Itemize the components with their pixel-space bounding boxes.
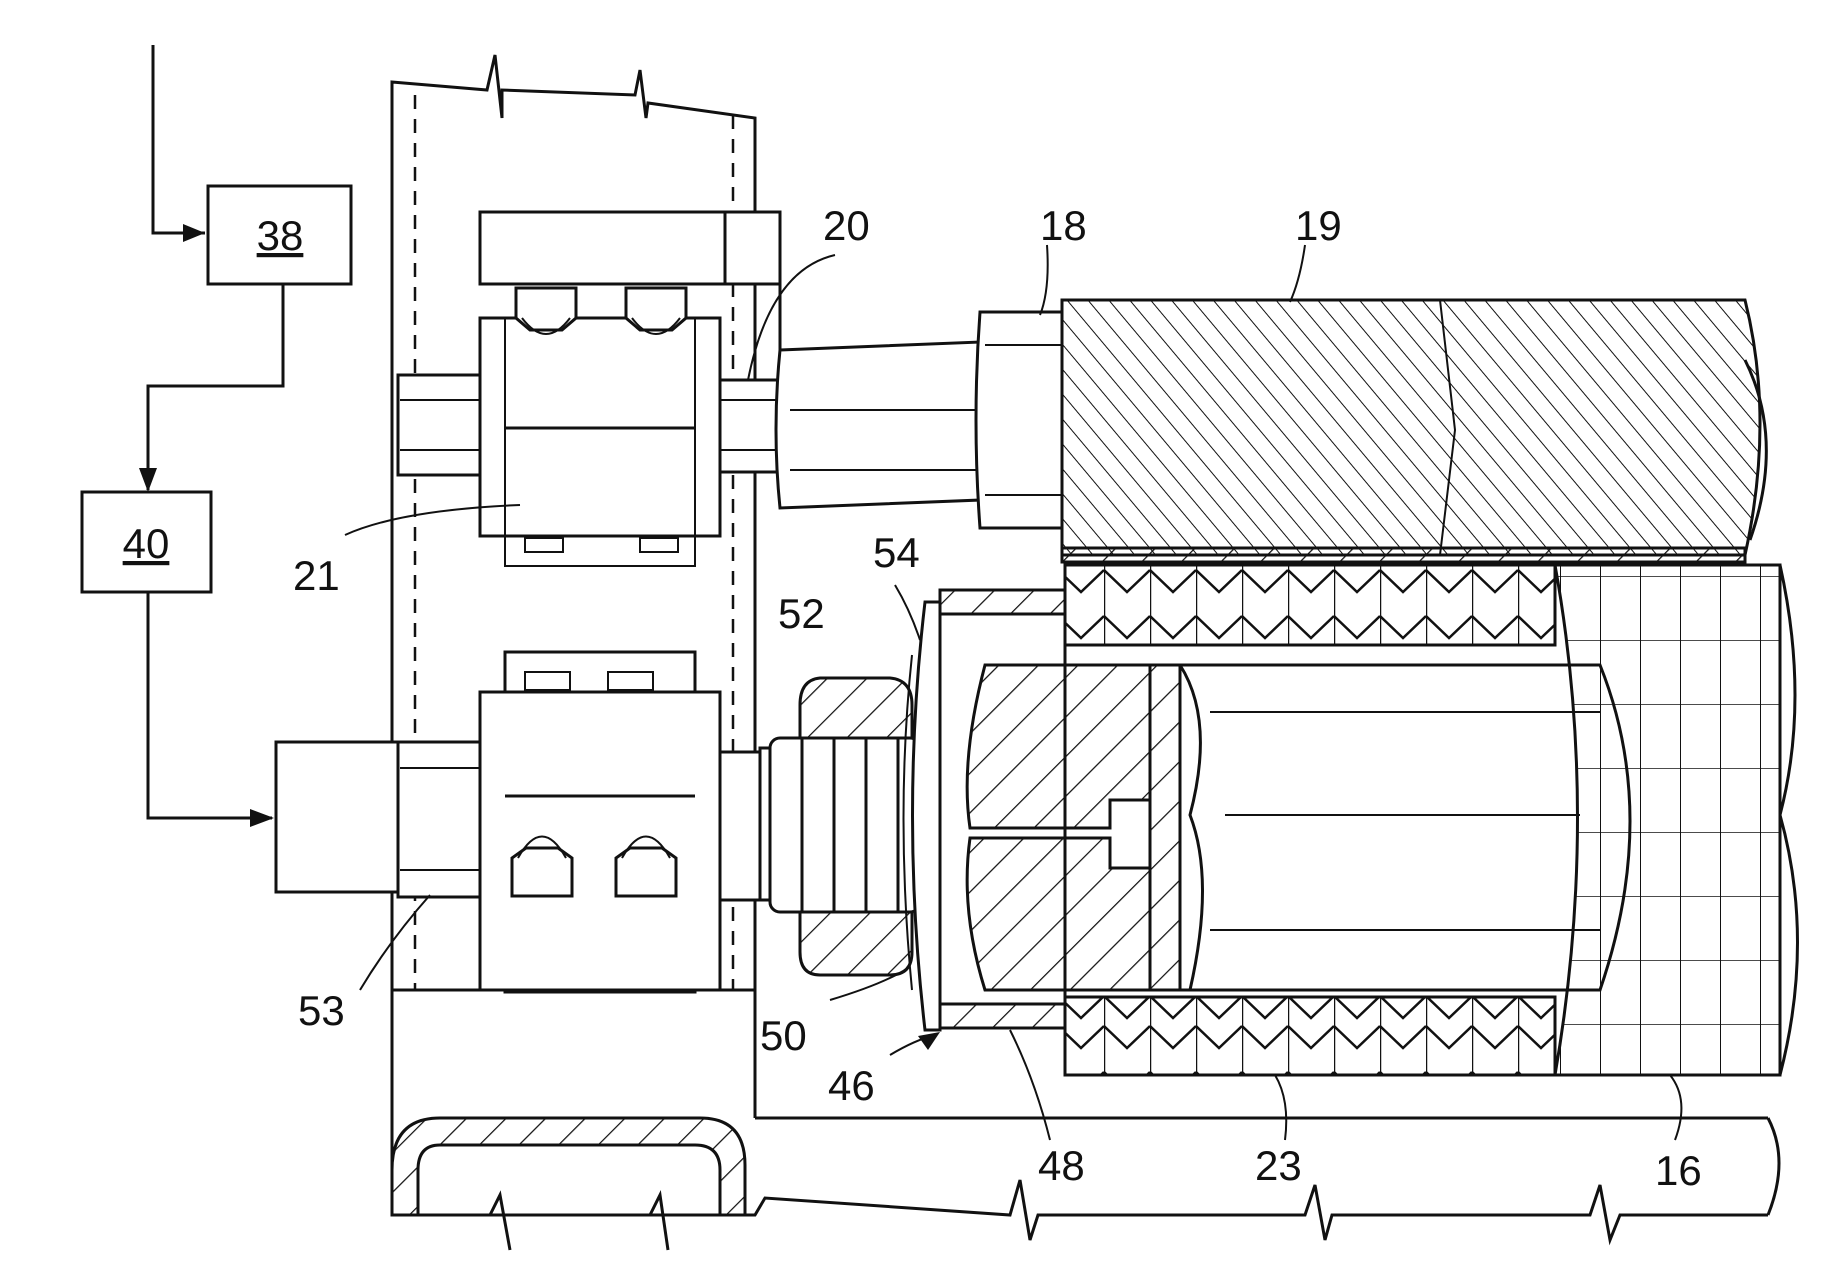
arrow-head-icon — [918, 1032, 940, 1050]
leader-18 — [1040, 245, 1048, 315]
signal-line-40-motor — [148, 592, 272, 818]
upper-bracket-bar — [480, 212, 725, 284]
arrow-head-icon — [250, 809, 274, 827]
block-38-label: 38 — [257, 212, 304, 259]
flange-top-hatch — [940, 590, 1065, 614]
roll-cover-23 — [1065, 997, 1555, 1075]
nut-icon — [616, 848, 676, 896]
ref-50: 50 — [760, 1012, 807, 1059]
washer-54 — [913, 602, 941, 1030]
nut-icon — [512, 848, 572, 896]
nut-icon — [516, 288, 576, 330]
signal-line-38-40 — [148, 284, 283, 490]
upper-bracket-end — [725, 212, 780, 284]
roll-sleeve — [1062, 548, 1745, 562]
ref-48: 48 — [1038, 1142, 1085, 1189]
upper-bearing-assembly — [398, 212, 780, 566]
nut-icon — [626, 288, 686, 330]
roll-16 — [1555, 565, 1780, 1075]
ref-54: 54 — [873, 529, 920, 576]
ref-21: 21 — [293, 552, 340, 599]
flange-bottom-hatch — [940, 1004, 1065, 1028]
leader-19 — [1290, 245, 1305, 302]
roll-journal — [776, 342, 980, 508]
block-40-label: 40 — [123, 520, 170, 567]
base-bottom-break — [392, 1180, 1768, 1240]
ref-52: 52 — [778, 590, 825, 637]
leader-48 — [1010, 1030, 1050, 1140]
leader-53 — [360, 895, 430, 990]
base-end — [1768, 1118, 1779, 1215]
ref-53: 53 — [298, 987, 345, 1034]
ref-16: 16 — [1655, 1147, 1702, 1194]
arrow-head-icon — [139, 468, 157, 492]
lower-shaft-right — [720, 752, 760, 900]
arrow-head-icon — [183, 224, 205, 242]
leader-23 — [1275, 1075, 1286, 1140]
break-mark — [650, 1195, 668, 1250]
ref-19: 19 — [1295, 202, 1342, 249]
ref-23: 23 — [1255, 1142, 1302, 1189]
ref-18: 18 — [1040, 202, 1087, 249]
base-rail — [392, 1118, 1779, 1250]
ref-20: 20 — [823, 202, 870, 249]
break-mark — [490, 1195, 510, 1250]
leader-16 — [1670, 1075, 1681, 1140]
bearing-foot — [640, 538, 678, 552]
roll-core-tube — [1180, 665, 1630, 990]
input-signal-line — [153, 45, 205, 233]
upper-roll-assembly — [776, 300, 1766, 562]
hub-lower — [967, 838, 1150, 990]
lower-bearing-block — [480, 692, 720, 990]
lower-shaft-left — [398, 742, 480, 897]
leader-54 — [895, 585, 920, 640]
lower-roll-assembly — [940, 565, 1798, 1075]
lower-bearing-assembly — [276, 652, 760, 992]
hub-upper — [967, 665, 1150, 828]
upper-shaft-left — [398, 375, 480, 475]
upper-shaft-20 — [720, 380, 780, 472]
base-channel — [392, 1118, 745, 1215]
roll-19 — [1062, 300, 1760, 555]
drive-motor — [276, 742, 398, 892]
roll-16-break — [1780, 565, 1798, 1075]
bearing-foot — [525, 538, 563, 552]
roll-cover-23-top — [1065, 565, 1555, 645]
hub-web — [1150, 665, 1180, 990]
control-circuit: 38 40 — [82, 45, 351, 827]
ref-46: 46 — [828, 1062, 875, 1109]
